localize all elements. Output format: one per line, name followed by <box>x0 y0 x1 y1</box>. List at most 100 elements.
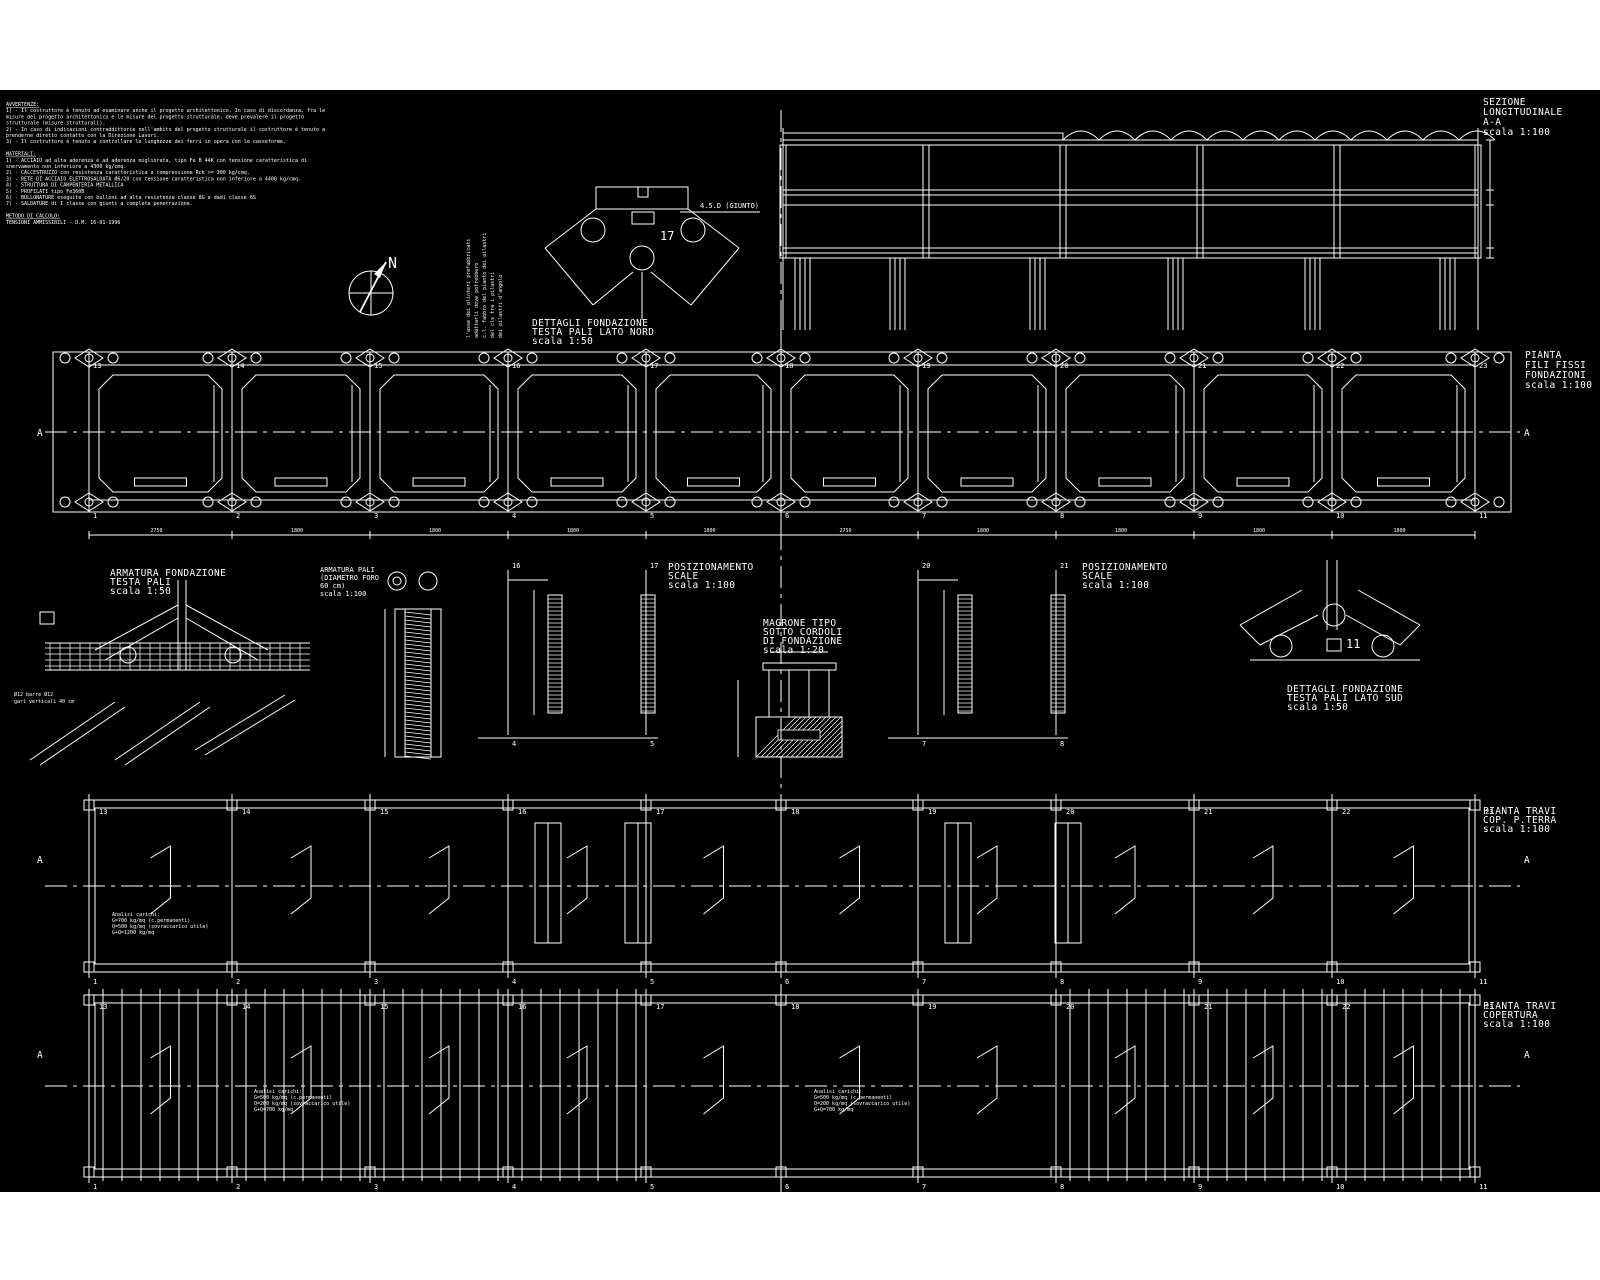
grid-number: 6 <box>785 1183 789 1191</box>
grid-number: 9 <box>1198 978 1202 986</box>
loads-terra-1: Analisi carichi: <box>112 912 160 918</box>
concrete-hatch <box>815 730 843 758</box>
span-direction-icon <box>150 1045 171 1115</box>
pali-note-1: l'asse dei plinteri prefabbricati <box>466 239 472 338</box>
column <box>364 1166 376 1178</box>
dim-value: 1800 <box>429 528 441 534</box>
note-line: prenderne diretto contatto con la Direzi… <box>6 133 160 139</box>
grid-number: 17 <box>650 562 658 570</box>
column <box>364 961 376 973</box>
span-direction-icon <box>428 1045 450 1115</box>
pile <box>478 352 490 364</box>
grid-number: 21 <box>1204 808 1212 816</box>
pile-rebar <box>404 735 432 740</box>
pile <box>1350 352 1362 364</box>
column <box>502 799 514 811</box>
pile-rebar <box>404 623 432 628</box>
pali-note: l'asse dei plinteri prefabbricati adatta… <box>466 233 504 338</box>
pile <box>202 496 214 508</box>
detail-17: 17 <box>660 229 674 243</box>
detail-south-title: DETTAGLI FONDAZIONE TESTA PALI LATO SUD … <box>1287 684 1403 713</box>
grid-number: 10 <box>1336 978 1344 986</box>
pile <box>526 352 538 364</box>
concrete-hatch <box>840 755 843 758</box>
pianta-fili-title-3: FONDAZIONI <box>1525 370 1586 381</box>
loads-cop2-2: G=500 kg/mq (c.permanenti) <box>814 1095 892 1101</box>
loads-terra-4: G+Q=1200 kg/mq <box>112 930 154 936</box>
grid-number: 23 <box>1479 362 1487 370</box>
pile-rebar <box>404 643 432 648</box>
pile <box>751 352 763 364</box>
roof-arch <box>1206 130 1244 141</box>
column <box>1050 1166 1062 1178</box>
column <box>83 799 95 811</box>
pile <box>1445 496 1457 508</box>
column <box>502 994 514 1006</box>
pile-rebar <box>404 743 432 748</box>
grid-number: 8 <box>1060 978 1064 986</box>
column <box>1326 1166 1338 1178</box>
magrone-title-1: MAGRONE TIPO <box>763 618 836 629</box>
travi-terra-title-3: scala 1:100 <box>1483 824 1550 835</box>
span-direction-icon <box>1114 1045 1136 1115</box>
pile <box>936 496 948 508</box>
grid-number: 23 <box>1485 1003 1493 1011</box>
column <box>1326 799 1338 811</box>
column <box>502 1166 514 1178</box>
column <box>640 1166 652 1178</box>
pianta-fili-title: PIANTA FILI FISSI FONDAZIONI scala 1:100 <box>1525 350 1592 391</box>
column <box>1188 799 1200 811</box>
pile <box>388 496 400 508</box>
section-column <box>1196 144 1204 259</box>
grid-number: 2 <box>236 1183 240 1191</box>
section-mark-a5: A <box>37 1050 43 1061</box>
rebar-shape <box>124 706 211 766</box>
loads-terra-3: Q=500 kg/mq (sovraccarico utile) <box>112 924 208 930</box>
north-arrow-icon: N <box>348 254 397 316</box>
pile-rebar <box>404 727 432 732</box>
grid-number: 13 <box>93 362 101 370</box>
rebar-note-2: garì verticali 40 cm <box>14 698 74 705</box>
grid-number: 4 <box>512 1183 516 1191</box>
roof-arch <box>1458 130 1496 141</box>
span-direction-icon <box>1393 1045 1414 1115</box>
detail-11: 11 <box>1346 637 1360 651</box>
grid-number: 5 <box>650 1183 654 1191</box>
column <box>912 994 924 1006</box>
travi-terra-title-1: PIANTA TRAVI <box>1483 806 1556 817</box>
span-direction-icon <box>703 845 724 915</box>
span-direction-icon <box>703 1045 724 1115</box>
dim-value: 2750 <box>151 528 163 534</box>
stair-flight <box>957 594 973 714</box>
rebar-shape <box>204 699 296 756</box>
magrone-detail <box>737 651 843 758</box>
armatura-pali <box>384 571 442 760</box>
column <box>1469 799 1481 811</box>
pile-rebar <box>404 679 432 684</box>
pile-rebar <box>404 723 432 728</box>
grid-number: 20 <box>922 562 930 570</box>
grid-number: 7 <box>922 740 926 748</box>
pile <box>799 496 811 508</box>
grid-number: 11 <box>1479 512 1487 520</box>
column <box>226 994 238 1006</box>
pos2-title-3: scala 1:100 <box>1082 580 1149 591</box>
north-label: N <box>388 254 397 272</box>
grid-number: 8 <box>1060 740 1064 748</box>
rebar-shape <box>194 694 286 751</box>
roof-arch <box>1098 130 1136 141</box>
foundation-bay <box>517 374 637 493</box>
pile-rebar <box>404 671 432 676</box>
grid-number: 17 <box>656 1003 664 1011</box>
travi-terra-title: PIANTA TRAVI COP. P.TERRA scala 1:100 <box>1483 806 1556 835</box>
pianta-fili-title-2: FILI FISSI <box>1525 360 1586 371</box>
detail-north: 4.5.D (GIUNTO) 17 <box>544 186 760 320</box>
roof-arch <box>1278 130 1316 141</box>
column <box>912 1166 924 1178</box>
pile-rebar <box>404 707 432 712</box>
posizionamento-2-title: POSIZIONAMENTO SCALE scala 1:100 <box>1082 562 1167 591</box>
pile <box>1026 352 1038 364</box>
pile-rebar <box>404 699 432 704</box>
